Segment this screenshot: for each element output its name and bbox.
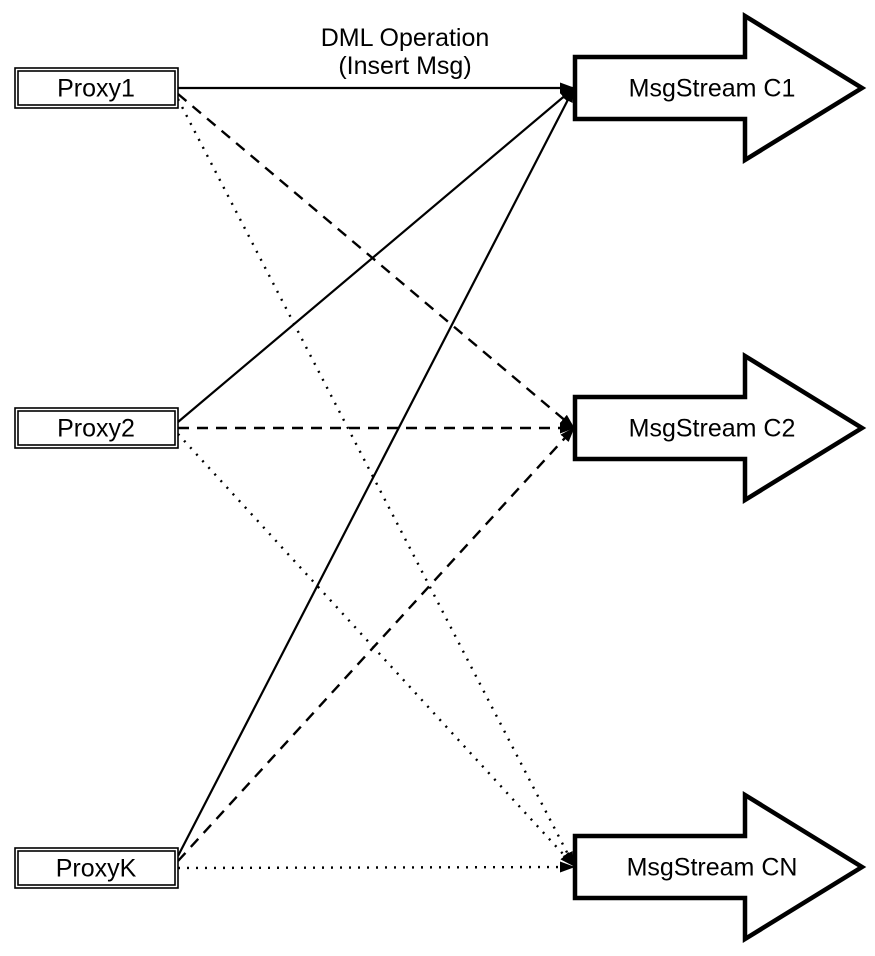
msgstream-c1-label: MsgStream C1: [629, 75, 796, 103]
proxy1-box: [14, 67, 179, 109]
annotation-line1: DML Operation: [321, 24, 490, 52]
edge-layer: [176, 82, 576, 873]
proxyk-box: [14, 847, 179, 889]
edge-proxy2-to-c1-solid: [177, 87, 575, 423]
proxyk-label: ProxyK: [56, 855, 137, 883]
node-msgstream-c2: MsgStream C2: [572, 351, 867, 505]
node-proxy1: Proxy1: [14, 67, 179, 109]
node-proxy2: Proxy2: [14, 407, 179, 449]
edge-proxyk-to-cn-dotted: [177, 861, 575, 873]
msgstream-c2-label: MsgStream C2: [629, 415, 796, 443]
edge-proxy1-to-c2-dashed: [177, 93, 575, 429]
msgstream-cn-block-arrow: [572, 790, 867, 944]
edge-proxy1-to-cn-dotted: [176, 98, 576, 867]
node-msgstream-c1: MsgStream C1: [572, 11, 867, 165]
proxyk-box-inner-border: [17, 850, 176, 886]
msgstream-cn-label: MsgStream CN: [627, 854, 798, 882]
proxy2-box-inner-border: [17, 410, 176, 446]
proxy1-label: Proxy1: [57, 75, 135, 103]
dml-operation-annotation: DML Operation (Insert Msg): [321, 24, 490, 80]
edge-proxy2-to-cn-dotted: [177, 433, 575, 867]
proxy2-label: Proxy2: [57, 415, 135, 443]
msgstream-c2-block-arrow: [572, 351, 867, 505]
node-proxyk: ProxyK: [14, 847, 179, 889]
edge-proxyk-to-c2-dashed: [177, 427, 575, 862]
edge-proxyk-to-c1-solid: [177, 87, 575, 857]
proxy2-box: [14, 407, 179, 449]
annotation-line2: (Insert Msg): [338, 52, 471, 80]
msgstream-c1-block-arrow: [572, 11, 867, 165]
node-msgstream-cn: MsgStream CN: [572, 790, 867, 944]
proxy1-box-inner-border: [17, 70, 176, 106]
